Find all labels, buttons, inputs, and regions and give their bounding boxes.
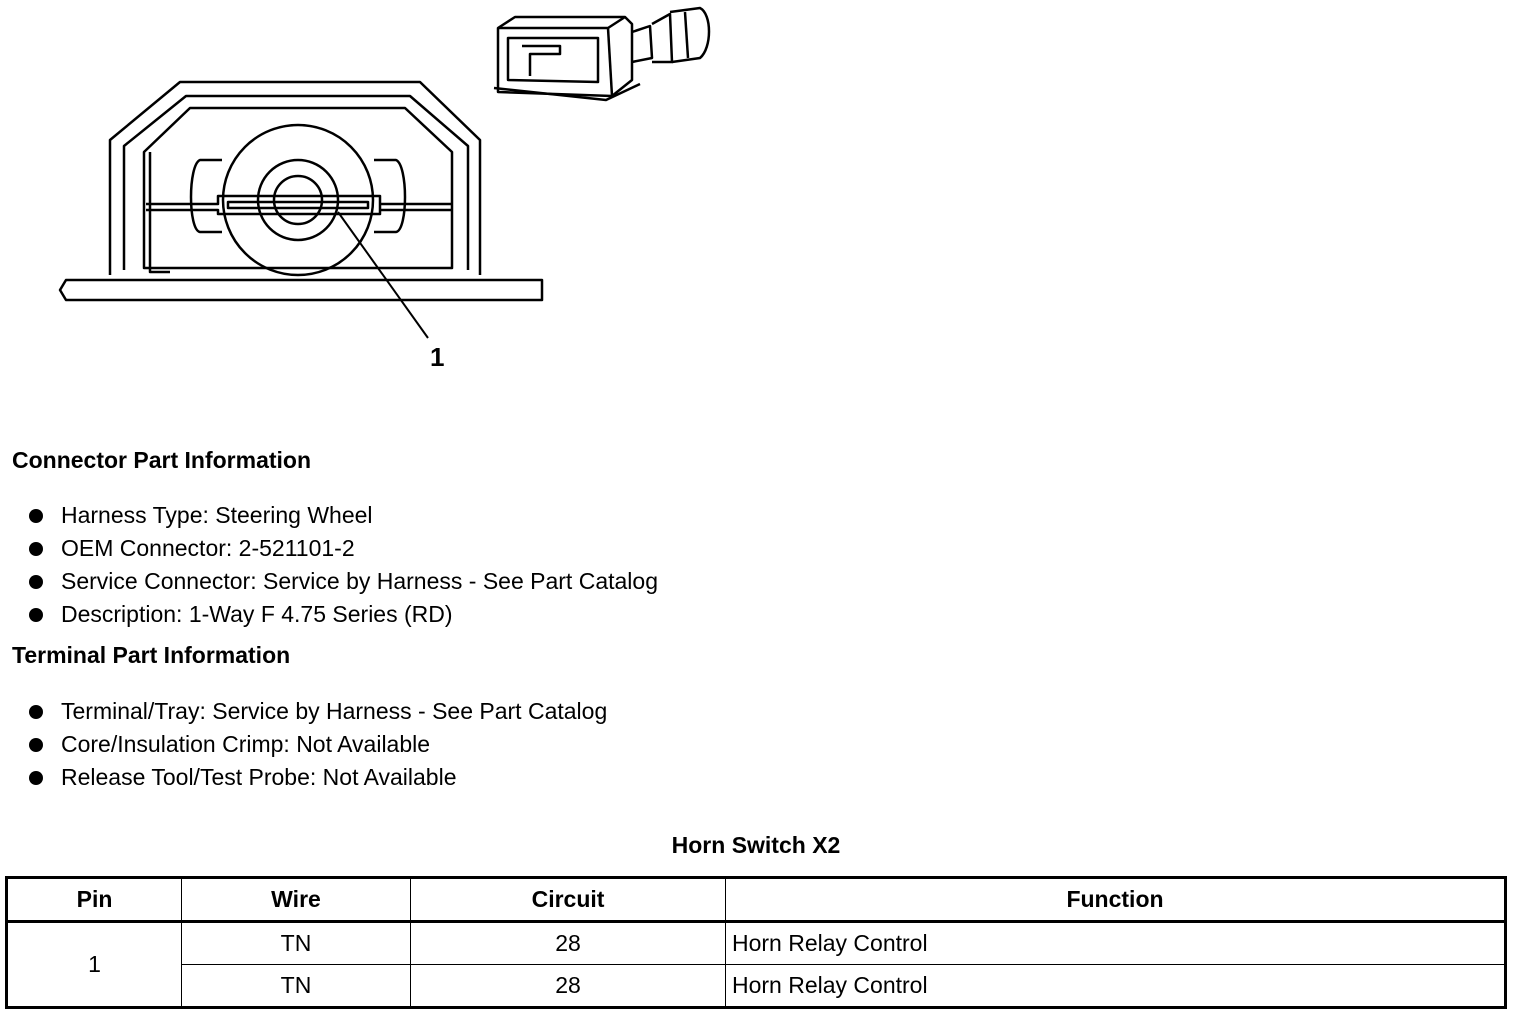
column-header-function: Function — [725, 877, 1506, 923]
wire-cell: TN — [181, 921, 411, 965]
list-item-text: Harness Type: Steering Wheel — [61, 502, 373, 528]
base-plate — [58, 278, 544, 302]
list-item-text: Terminal/Tray: Service by Harness - See … — [61, 698, 608, 724]
list-item: Core/Insulation Crimp: Not Available — [28, 729, 607, 762]
table-title: Horn Switch X2 — [671, 832, 841, 858]
callout-leader — [337, 211, 429, 339]
pin-cell: 1 — [6, 921, 182, 1008]
bullet-icon — [29, 738, 43, 752]
list-item-text: Core/Insulation Crimp: Not Available — [61, 731, 431, 757]
list-item-text: OEM Connector: 2-521101-2 — [61, 535, 355, 561]
bullet-icon — [29, 771, 43, 785]
connector-info-title: Connector Part Information — [12, 447, 312, 473]
list-item: Terminal/Tray: Service by Harness - See … — [28, 696, 607, 729]
bullet-icon — [29, 705, 43, 719]
list-item-text: Service Connector: Service by Harness - … — [61, 568, 658, 594]
terminal-info-list: Terminal/Tray: Service by Harness - See … — [28, 696, 607, 795]
wire-cell: TN — [181, 964, 411, 1008]
circuit-cell: 28 — [410, 921, 726, 965]
connector-diagram: 1 — [58, 6, 711, 372]
column-header-pin: Pin — [6, 877, 182, 923]
terminal-illustration — [493, 6, 711, 102]
connector-info-list: Harness Type: Steering Wheel OEM Connect… — [28, 500, 658, 632]
connector-housing — [108, 80, 482, 275]
terminal-info-title: Terminal Part Information — [12, 642, 291, 668]
bullet-icon — [29, 542, 43, 556]
list-item-text: Release Tool/Test Probe: Not Available — [61, 764, 457, 790]
list-item: Release Tool/Test Probe: Not Available — [28, 762, 607, 795]
table-row: 1 TN 28 Horn Relay Control — [6, 921, 1506, 1008]
list-item: Description: 1-Way F 4.75 Series (RD) — [28, 599, 658, 632]
pinout-table: Pin Wire Circuit Function 1 TN 28 Horn R… — [5, 876, 1507, 1009]
list-item: OEM Connector: 2-521101-2 — [28, 533, 658, 566]
bullet-icon — [29, 575, 43, 589]
table-header-row: Pin Wire Circuit Function — [6, 877, 1506, 923]
list-item: Service Connector: Service by Harness - … — [28, 566, 658, 599]
column-header-wire: Wire — [181, 877, 411, 923]
column-header-circuit: Circuit — [410, 877, 726, 923]
bullet-icon — [29, 608, 43, 622]
blade-terminal — [146, 194, 382, 216]
function-cell: Horn Relay Control — [725, 921, 1506, 965]
callout-label: 1 — [430, 342, 444, 372]
list-item-text: Description: 1-Way F 4.75 Series (RD) — [61, 601, 453, 627]
list-item: Harness Type: Steering Wheel — [28, 500, 658, 533]
table-row: TN 28 Horn Relay Control — [7, 964, 1506, 1008]
function-cell: Horn Relay Control — [725, 964, 1506, 1008]
bullet-icon — [29, 509, 43, 523]
terminal-cavity — [221, 123, 375, 277]
circuit-cell: 28 — [410, 964, 726, 1008]
